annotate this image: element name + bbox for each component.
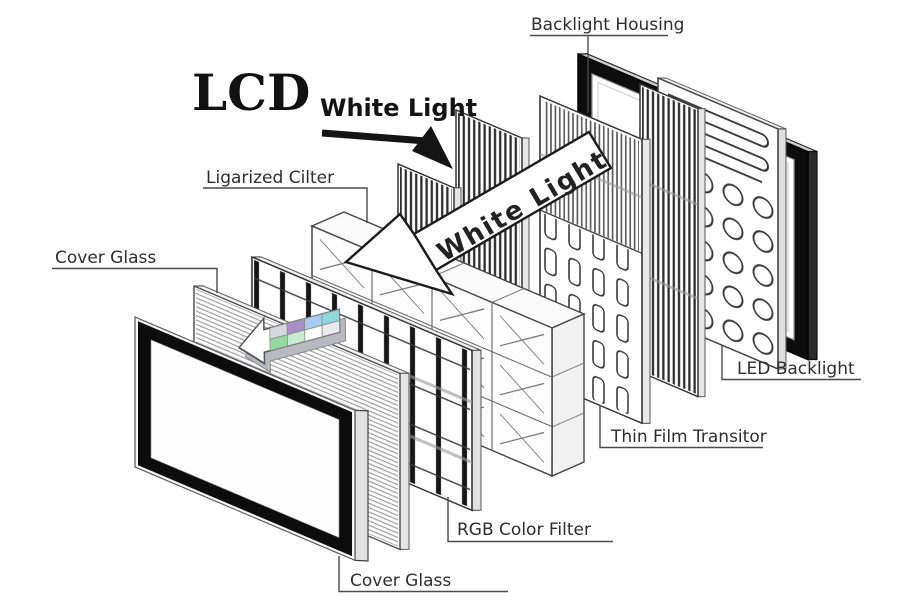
white-light-label: White Light [320, 94, 477, 122]
label-cover-glass-top: Cover Glass [52, 248, 218, 293]
banner-arrowhead-icon [343, 212, 455, 297]
white-light-arrow-icon [321, 126, 453, 169]
svg-text:Cover Glass: Cover Glass [55, 248, 156, 268]
label-rgb-color-filter: RGB Color Filter [447, 497, 613, 543]
panel-display-screen [134, 316, 369, 562]
label-polarized-filter: Ligarized Cilter [203, 168, 368, 223]
label-backlight-housing: Backlight Housing [530, 15, 684, 113]
label-thin-film-transistor: Thin Film Transitor [599, 405, 767, 449]
svg-text:Thin Film Transitor: Thin Film Transitor [610, 427, 767, 447]
rgb-pixel-tiles [269, 308, 341, 352]
label-led-backlight: LED Backlight [721, 345, 861, 381]
panel-diffuser-rear [639, 82, 706, 398]
svg-text:LED Backlight: LED Backlight [737, 359, 855, 379]
rgb-light-arrow [237, 308, 347, 374]
svg-text:Backlight Housing: Backlight Housing [531, 15, 684, 35]
svg-text:Ligarized Cilter: Ligarized Cilter [206, 168, 334, 188]
label-cover-glass-bottom: Cover Glass [338, 556, 508, 593]
title-lcd: LCD [192, 63, 310, 122]
svg-text:RGB Color Filter: RGB Color Filter [457, 520, 591, 540]
svg-text:Cover Glass: Cover Glass [350, 571, 451, 591]
